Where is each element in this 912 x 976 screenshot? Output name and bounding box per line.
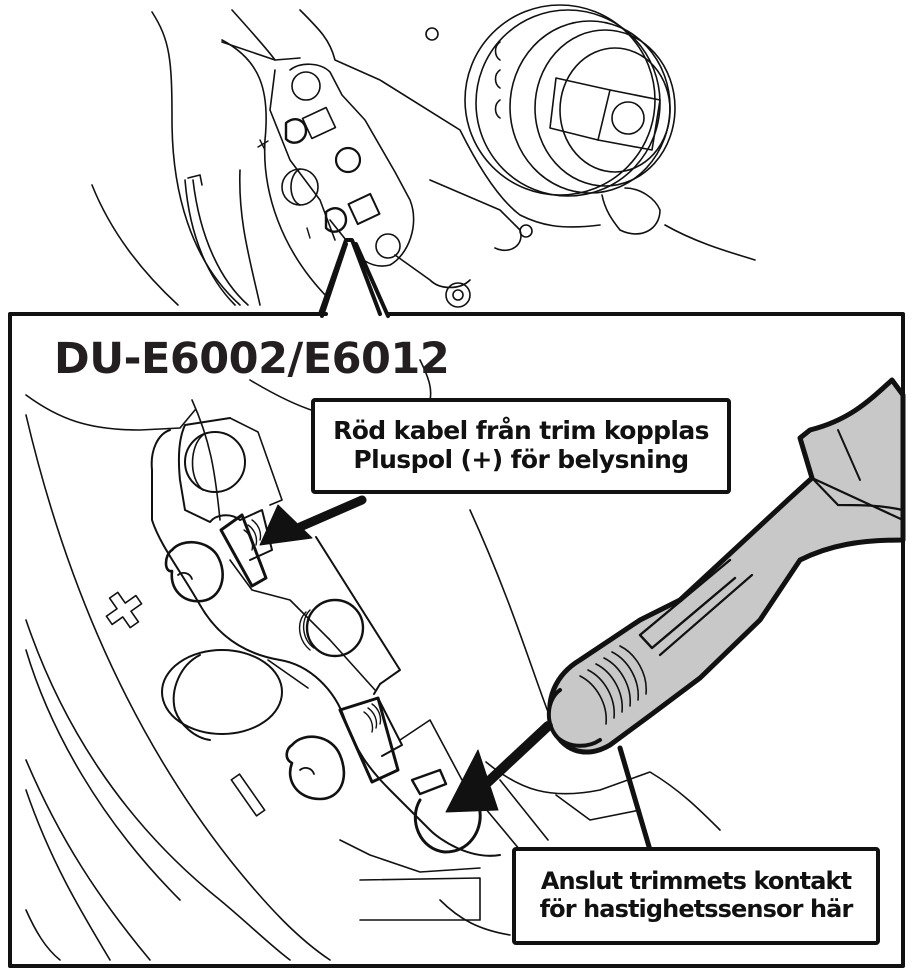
leader-line-bottom xyxy=(617,745,653,853)
callout-speed-sensor: Anslut trimmets kontakt för hastighetsse… xyxy=(512,847,880,945)
overview-drawing xyxy=(91,4,756,316)
callout-red-cable-line-2: Pluspol (+) för belysning xyxy=(353,445,689,474)
model-title: DU-E6002/E6012 xyxy=(54,334,450,384)
plus-marking xyxy=(105,591,143,629)
arrow-to-sensor-port xyxy=(445,721,553,813)
callout-red-cable-line-1: Röd kabel från trim kopplas xyxy=(333,416,709,446)
callout-red-cable: Röd kabel från trim kopplas Pluspol (+) … xyxy=(311,398,731,494)
minus-marking xyxy=(230,773,266,817)
detail-frame xyxy=(8,312,905,968)
arrow-to-plus-terminal xyxy=(259,495,367,546)
callout-speed-sensor-line-1: Anslut trimmets kontakt xyxy=(540,867,852,896)
callout-speed-sensor-line-2: för hastighetssensor här xyxy=(539,895,854,923)
detail-drawing xyxy=(25,359,721,961)
